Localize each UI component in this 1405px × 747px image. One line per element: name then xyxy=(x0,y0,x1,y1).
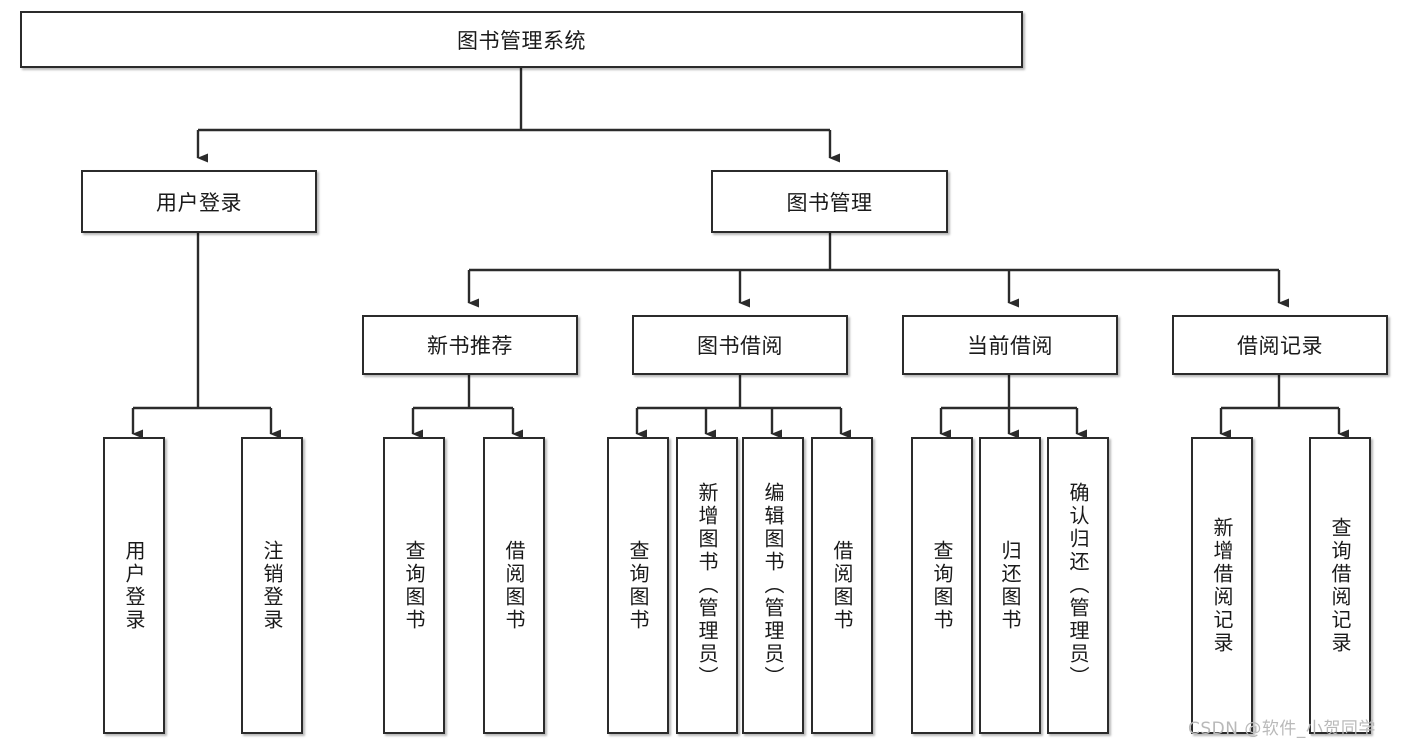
node-leaf-query-record-label: 查询借阅记录 xyxy=(1328,516,1352,655)
node-root-label: 图书管理系统 xyxy=(457,28,586,53)
node-leaf-query-book-2[interactable]: 查询图书 xyxy=(607,437,669,734)
node-new-book-recommend-label: 新书推荐 xyxy=(427,334,513,358)
node-leaf-edit-book-label: 编辑图书（管理员） xyxy=(761,482,785,689)
node-leaf-confirm-return-label: 确认归还（管理员） xyxy=(1066,482,1090,689)
node-user-login-label: 用户登录 xyxy=(156,190,242,215)
node-leaf-user-logout[interactable]: 注销登录 xyxy=(241,437,303,734)
node-user-login[interactable]: 用户登录 xyxy=(81,170,317,233)
node-leaf-borrow-book-2-label: 借阅图书 xyxy=(830,539,854,632)
node-new-book-recommend[interactable]: 新书推荐 xyxy=(362,315,578,375)
node-leaf-confirm-return[interactable]: 确认归还（管理员） xyxy=(1047,437,1109,734)
node-leaf-add-record-label: 新增借阅记录 xyxy=(1210,516,1234,655)
node-leaf-return-book-label: 归还图书 xyxy=(998,539,1022,632)
node-root[interactable]: 图书管理系统 xyxy=(20,11,1023,68)
node-borrow-record-label: 借阅记录 xyxy=(1237,334,1323,358)
node-leaf-query-book-3-label: 查询图书 xyxy=(930,539,954,632)
node-leaf-query-book-2-label: 查询图书 xyxy=(626,539,650,632)
node-leaf-add-record[interactable]: 新增借阅记录 xyxy=(1191,437,1253,734)
csdn-watermark: CSDN @软件_小贺同学 xyxy=(1188,719,1376,739)
node-current-borrow-label: 当前借阅 xyxy=(967,334,1053,358)
node-book-borrow[interactable]: 图书借阅 xyxy=(632,315,848,375)
node-leaf-user-login[interactable]: 用户登录 xyxy=(103,437,165,734)
node-borrow-record[interactable]: 借阅记录 xyxy=(1172,315,1388,375)
node-book-borrow-label: 图书借阅 xyxy=(697,334,783,358)
node-leaf-add-book[interactable]: 新增图书（管理员） xyxy=(676,437,738,734)
node-leaf-borrow-book-1[interactable]: 借阅图书 xyxy=(483,437,545,734)
node-leaf-query-book-3[interactable]: 查询图书 xyxy=(911,437,973,734)
node-leaf-edit-book[interactable]: 编辑图书（管理员） xyxy=(742,437,804,734)
node-leaf-borrow-book-2[interactable]: 借阅图书 xyxy=(811,437,873,734)
node-book-manage-label: 图书管理 xyxy=(786,190,873,215)
node-book-manage[interactable]: 图书管理 xyxy=(711,170,948,233)
node-leaf-query-book-1-label: 查询图书 xyxy=(402,539,426,632)
node-current-borrow[interactable]: 当前借阅 xyxy=(902,315,1118,375)
node-leaf-return-book[interactable]: 归还图书 xyxy=(979,437,1041,734)
node-leaf-user-login-label: 用户登录 xyxy=(122,539,146,632)
node-leaf-user-logout-label: 注销登录 xyxy=(260,539,284,632)
node-leaf-query-book-1[interactable]: 查询图书 xyxy=(383,437,445,734)
node-leaf-add-book-label: 新增图书（管理员） xyxy=(695,482,719,689)
node-leaf-query-record[interactable]: 查询借阅记录 xyxy=(1309,437,1371,734)
node-leaf-borrow-book-1-label: 借阅图书 xyxy=(502,539,526,632)
